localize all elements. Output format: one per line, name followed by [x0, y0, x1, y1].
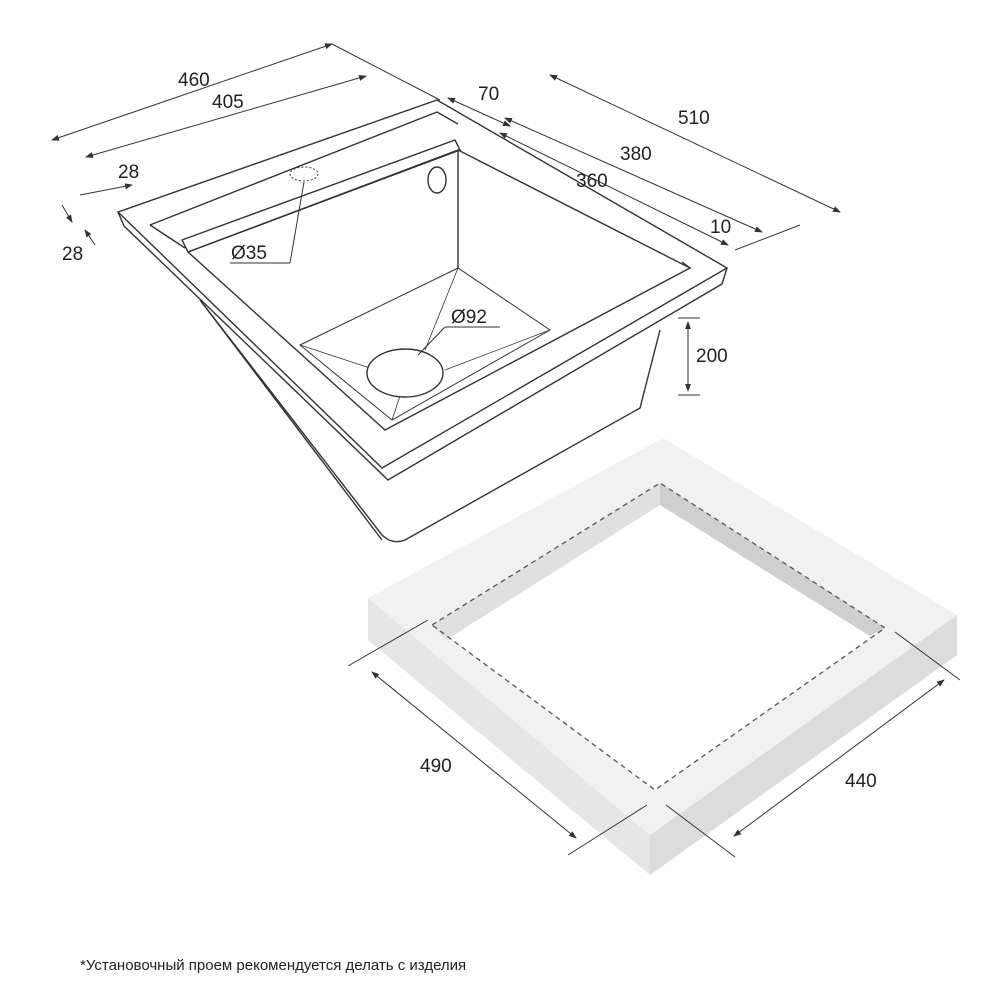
dim-overall-depth: 510 — [678, 108, 710, 129]
dim-tap-offset: 70 — [478, 84, 499, 105]
dim-rim-side: 28 — [118, 162, 139, 183]
dim-cutout-length: 490 — [420, 756, 452, 777]
footnote: *Установочный проем рекомендуется делать… — [80, 957, 467, 974]
dim-depth-inner: 380 — [620, 144, 652, 165]
dim-rim-front: 28 — [62, 244, 83, 265]
dim-tap-hole: Ø35 — [231, 243, 267, 264]
dim-bowl-depth: 360 — [576, 171, 608, 192]
dim-cutout-width: 440 — [845, 771, 877, 792]
dim-overall-width: 460 — [178, 70, 210, 91]
dim-drain-hole: Ø92 — [451, 307, 487, 328]
dim-rim-edge: 10 — [710, 217, 731, 238]
countertop-cutout — [347, 438, 961, 875]
dim-bowl-height: 200 — [696, 346, 728, 367]
dim-bowl-width: 405 — [212, 92, 244, 113]
sink-dimension-lines — [51, 43, 841, 396]
